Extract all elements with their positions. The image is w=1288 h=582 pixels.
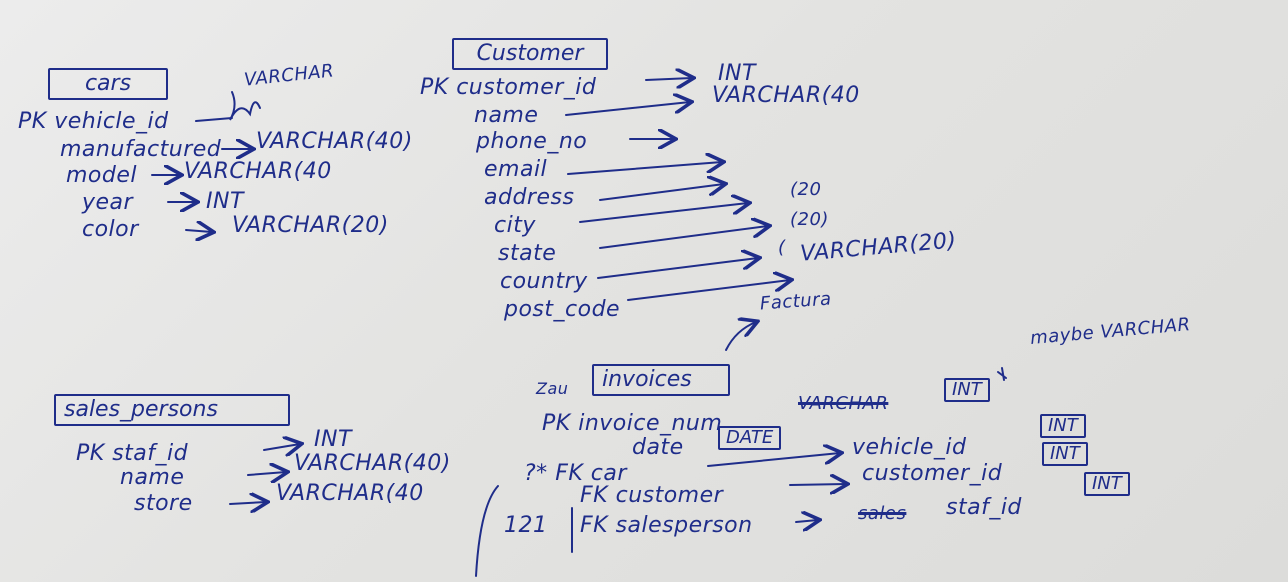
cars-type-color: VARCHAR(20) (232, 213, 389, 238)
arrow-car (707, 453, 840, 467)
relation-curve (475, 485, 499, 577)
fk-label: FK (555, 461, 584, 486)
cars-field-year: year (82, 190, 134, 215)
field-name: car (590, 461, 627, 486)
invoices-field-date: date (632, 435, 684, 460)
fk-label: FK (580, 483, 609, 508)
field-name: manufactured (60, 137, 222, 162)
arrow-email (567, 162, 722, 175)
invoices-field-salesperson: FK salesperson (580, 514, 753, 538)
customer-field-post-code: post_code (504, 297, 621, 322)
invoices-field-customer: FK customer (580, 484, 723, 508)
arrow-address (599, 184, 724, 201)
invoices-type-date: DATE (718, 426, 782, 450)
customer-title: Customer (452, 38, 608, 70)
customer-field-country: country (500, 269, 588, 294)
pk-label: PK (420, 75, 449, 100)
cars-type-year: INT (206, 189, 244, 214)
invoices-prefix: Zau (536, 379, 569, 398)
customer-field-state: state (498, 241, 557, 266)
arrow-country (597, 258, 758, 279)
fk-label: FK (580, 513, 609, 538)
pk-label: PK (76, 441, 105, 466)
customer-title-text: Customer (476, 41, 584, 66)
invoices-target-staf-id: staf_id (946, 495, 1022, 520)
arrow-city (579, 203, 748, 223)
arrow-post-code (627, 280, 790, 301)
arrow-customer (789, 484, 846, 485)
customer-field-name: name (474, 103, 539, 128)
arrow-state (599, 226, 768, 249)
sales-field-name: name (120, 465, 185, 490)
field-name: customer_id (456, 75, 597, 100)
sales-type-name: VARCHAR(40) (294, 451, 451, 476)
cars-type-manufactured: VARCHAR(40) (256, 129, 413, 154)
customer-field-phone: phone_no (476, 129, 588, 154)
invoices-type-invoice-num: INT (944, 378, 990, 402)
invoices-target-vehicle-id: vehicle_id (852, 435, 967, 460)
question-mark: ?* (524, 461, 548, 486)
sales-persons-title: sales_persons (54, 394, 290, 426)
customer-type-state: ( (778, 237, 786, 258)
invoices-type-customer: INT (1042, 442, 1088, 466)
field-name: salesperson (615, 513, 753, 538)
arrow-customer-id (645, 78, 692, 80)
field-name: staf_id (112, 441, 189, 466)
cars-type-model: VARCHAR(40 (184, 159, 332, 184)
invoices-field-car: ?* FK car (524, 462, 627, 486)
arrow-sp-name (247, 472, 286, 475)
sales-field-staf-id: PK staf_id (76, 442, 188, 466)
scribble-mark (229, 91, 261, 121)
sales-type-store: VARCHAR(40 (276, 481, 424, 506)
customer-field-customer-id: PK customer_id (420, 76, 596, 100)
invoices-type-salesperson: INT (1084, 472, 1130, 496)
customer-field-city: city (494, 213, 536, 238)
customer-type-city: (20) (790, 209, 829, 230)
invoices-field-invoice-num: PK invoice_num (542, 412, 722, 436)
sales-type-staf-id: INT (314, 427, 352, 452)
cars-title-text: cars (84, 71, 132, 96)
invoices-target-customer-id: customer_id (862, 461, 1003, 486)
cars-field-vehicle-id: PK vehicle_id (18, 110, 169, 134)
arrow-name (565, 102, 690, 116)
sales-field-store: store (134, 491, 193, 516)
customer-type-address: (20 (790, 179, 822, 200)
sales-persons-title-text: sales_persons (64, 397, 218, 422)
cars-field-color: color (82, 217, 139, 242)
cars-title: cars (48, 68, 168, 100)
arrow-factura (725, 322, 756, 351)
pk-label: PK (542, 411, 571, 436)
customer-type-customer-id: INT (718, 61, 756, 86)
field-name: vehicle_id (54, 109, 169, 134)
arrow-salesperson (795, 520, 818, 522)
customer-field-address: address (484, 185, 575, 210)
field-name: invoice_num (578, 411, 723, 436)
invoices-relation-note: 121 (504, 513, 548, 538)
cars-field-manufactured: manufactured (60, 138, 221, 162)
arrow-staf-id (263, 444, 300, 450)
invoices-title: invoices (592, 364, 730, 396)
asterisk-mark (997, 367, 1007, 381)
customer-field-email: email (484, 157, 548, 182)
arrow-vehicle-id (195, 117, 233, 122)
arrow-store (229, 502, 266, 504)
arrow-color (185, 230, 212, 232)
invoices-struck-sales: sales (858, 503, 907, 524)
pk-label: PK (18, 109, 47, 134)
field-name: customer (615, 483, 724, 508)
customer-type-name: VARCHAR(40 (712, 83, 860, 108)
invoices-struck-varchar: VARCHAR (798, 393, 889, 414)
cars-field-model: model (66, 163, 138, 188)
invoices-title-text: invoices (602, 367, 692, 392)
invoices-type-car: INT (1040, 414, 1086, 438)
